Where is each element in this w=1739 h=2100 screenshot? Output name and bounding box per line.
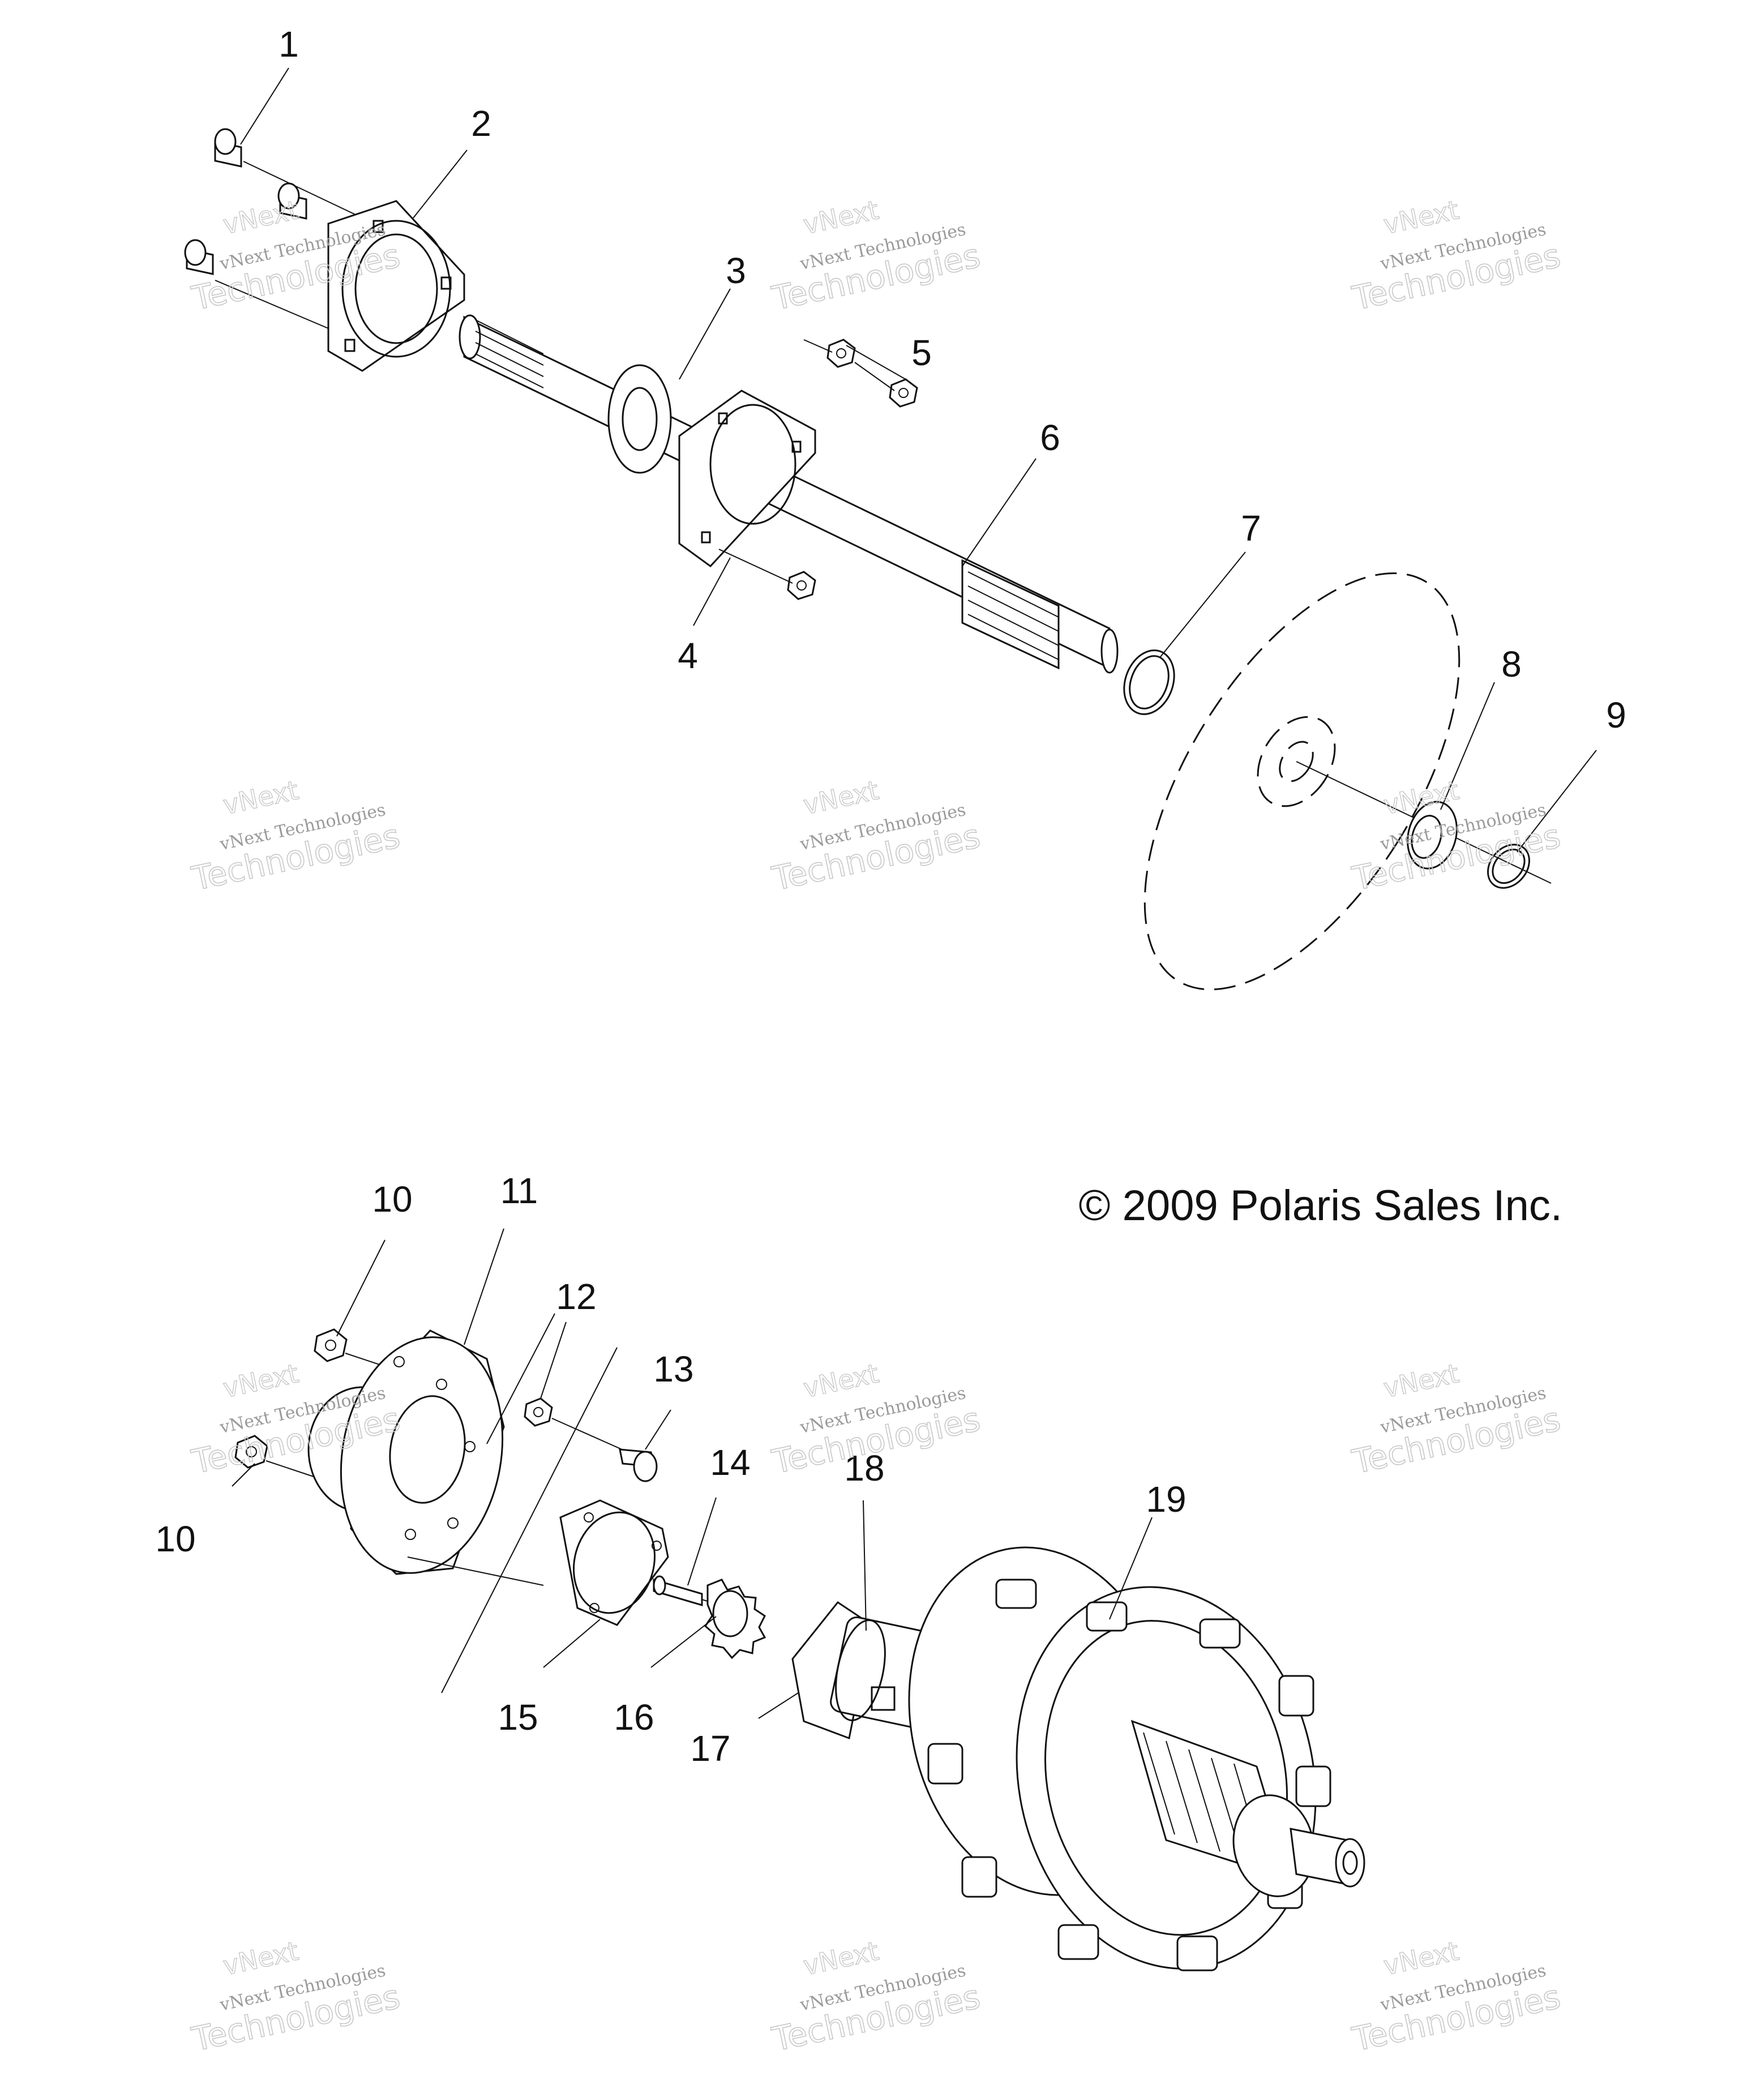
gasket-plate — [559, 1499, 669, 1626]
callout-9: 9 — [1606, 695, 1626, 735]
callout-labels: 1 2 3 4 5 6 7 8 9 10 11 12 13 14 10 15 1… — [155, 24, 1626, 1769]
drive-shaft — [459, 314, 1119, 674]
nut-10a — [314, 1328, 348, 1362]
snap-ring — [1487, 844, 1530, 889]
watermark-6: vNext vNext Technologies Technologies — [1348, 775, 1564, 899]
watermark-12: vNext vNext Technologies Technologies — [1348, 1935, 1564, 2059]
svg-text:vNext: vNext — [220, 775, 301, 820]
bolt-13 — [619, 1448, 658, 1482]
callout-8: 8 — [1501, 644, 1522, 685]
nut-10b — [234, 1435, 268, 1469]
watermark-3: vNext vNext Technologies Technologies — [1348, 194, 1564, 318]
callout-6: 6 — [1040, 417, 1060, 458]
watermark-10: vNext vNext Technologies Technologies — [188, 1935, 404, 2059]
callout-18: 18 — [844, 1448, 884, 1489]
bolt-1c — [184, 239, 214, 275]
callout-1: 1 — [279, 24, 299, 65]
nut-5c — [787, 571, 816, 600]
watermark-11: vNext vNext Technologies Technologies — [768, 1935, 984, 2059]
copyright-notice: © 2009 Polaris Sales Inc. — [1079, 1182, 1562, 1230]
sheave-outline — [1143, 572, 1552, 991]
svg-text:vNext: vNext — [1381, 1935, 1462, 1981]
callout-14: 14 — [710, 1442, 750, 1483]
bolt-14 — [653, 1575, 703, 1607]
callout-11: 11 — [500, 1170, 538, 1211]
svg-text:vNext: vNext — [1381, 1358, 1462, 1404]
nut-12 — [524, 1397, 553, 1427]
bottom-assembly — [232, 1228, 1365, 1971]
callout-16: 16 — [614, 1697, 654, 1738]
svg-text:vNext: vNext — [800, 1358, 881, 1404]
flange-plate — [307, 1329, 505, 1575]
o-ring — [1123, 649, 1175, 715]
callout-17: 17 — [690, 1728, 730, 1769]
svg-text:vNext: vNext — [800, 1935, 881, 1981]
svg-text:vNext: vNext — [220, 194, 301, 240]
bearing-plate — [678, 390, 816, 567]
callout-13: 13 — [653, 1349, 693, 1389]
callout-10a: 10 — [372, 1179, 412, 1220]
nut-5a — [826, 339, 856, 368]
callout-15: 15 — [498, 1697, 538, 1738]
callout-19: 19 — [1146, 1479, 1186, 1520]
svg-text:vNext: vNext — [800, 775, 881, 820]
bearing-flange — [327, 200, 465, 372]
callout-7: 7 — [1241, 508, 1261, 549]
pinion-gear — [704, 1579, 766, 1660]
bolt-1b — [277, 182, 307, 220]
bushing — [1407, 801, 1458, 870]
callout-5: 5 — [911, 332, 932, 373]
watermark-8: vNext vNext Technologies Technologies — [768, 1358, 984, 1482]
top-assembly — [184, 67, 1597, 991]
watermark-2: vNext vNext Technologies Technologies — [768, 194, 984, 318]
callout-12: 12 — [556, 1276, 596, 1317]
callout-4: 4 — [678, 635, 698, 676]
callout-2: 2 — [471, 103, 491, 144]
nut-5b — [889, 378, 918, 408]
watermark-5: vNext vNext Technologies Technologies — [768, 775, 984, 899]
callout-3: 3 — [726, 250, 746, 291]
bolt-1a — [214, 128, 242, 168]
svg-text:vNext: vNext — [800, 194, 881, 240]
watermarks: vNext vNext Technologies Technologies vN… — [188, 194, 1564, 2059]
driven-clutch — [908, 1546, 1365, 1971]
callout-10b: 10 — [155, 1519, 195, 1559]
watermark-4: vNext vNext Technologies Technologies — [188, 775, 404, 899]
watermark-9: vNext vNext Technologies Technologies — [1348, 1358, 1564, 1482]
shaft-bearing — [607, 364, 672, 474]
svg-text:vNext: vNext — [220, 1935, 301, 1981]
svg-text:vNext: vNext — [1381, 194, 1462, 240]
svg-text:vNext: vNext — [220, 1358, 301, 1404]
